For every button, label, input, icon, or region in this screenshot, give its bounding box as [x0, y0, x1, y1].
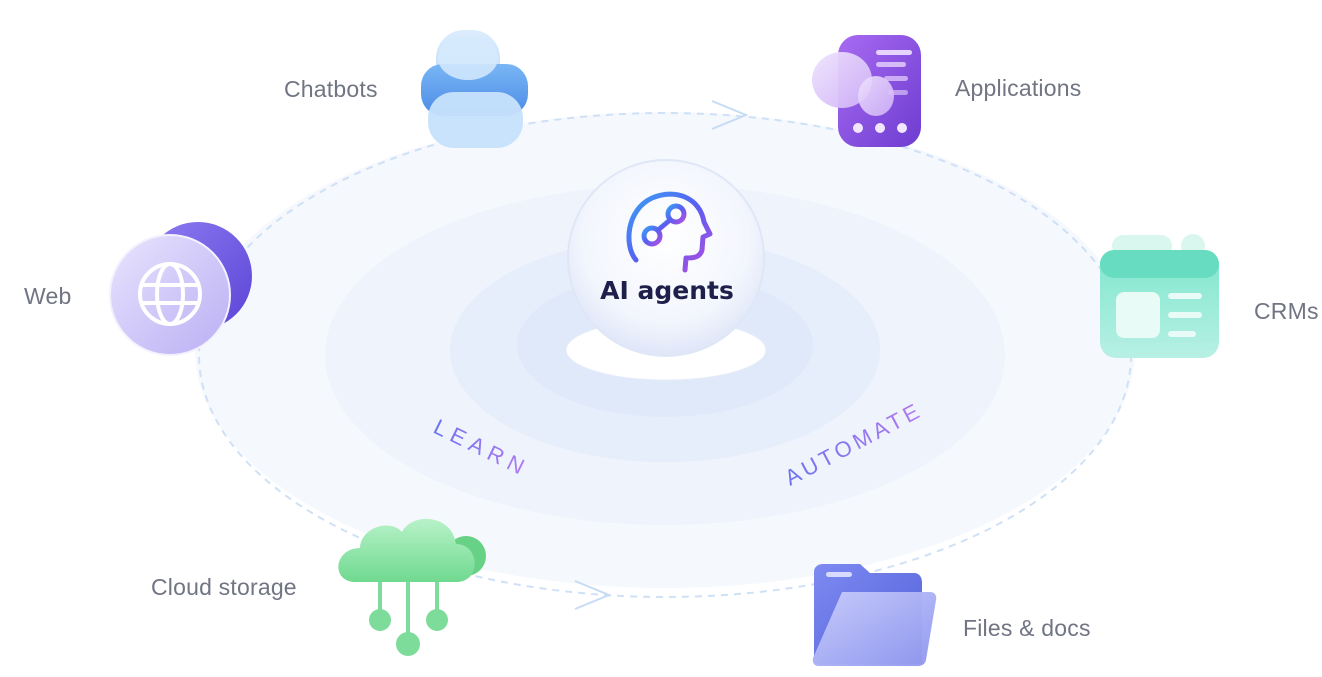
node-label-chatbots: Chatbots: [284, 76, 378, 102]
node-label-crms: CRMs: [1254, 298, 1319, 324]
globe-icon: [109, 222, 252, 356]
node-label-cloud-storage: Cloud storage: [151, 574, 297, 600]
node-label-applications: Applications: [955, 75, 1082, 101]
ai-agents-hub: [565, 159, 767, 381]
ai-brain-icon: [626, 191, 713, 273]
center-label: AI agents: [600, 276, 734, 305]
crm-icon: [1100, 234, 1219, 358]
orbit-arrow-bottom: [574, 580, 612, 610]
applications-icon: [812, 35, 921, 147]
folder-icon: [812, 564, 937, 666]
node-label-files-docs: Files & docs: [963, 615, 1091, 641]
orbit-arrow-top: [711, 100, 749, 130]
cloud-storage-icon: [338, 518, 486, 656]
chatbot-icon: [421, 30, 528, 148]
node-label-web: Web: [24, 283, 72, 309]
